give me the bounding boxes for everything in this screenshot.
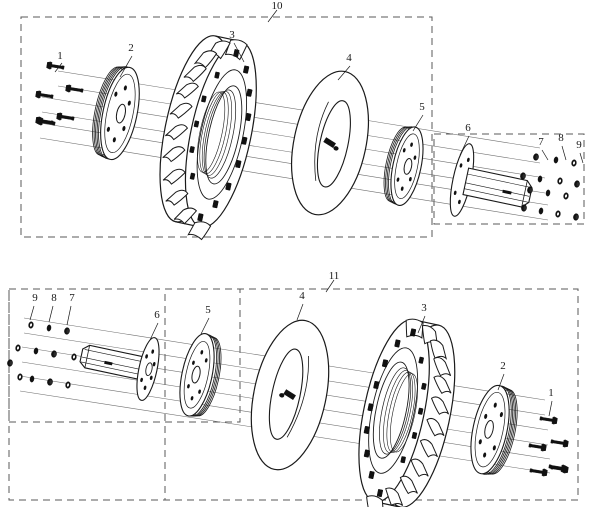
callout-bottom-9: 9 xyxy=(32,292,38,304)
callout-bottom-5: 5 xyxy=(205,304,211,316)
wheel-bolt xyxy=(529,466,548,477)
hex-nut xyxy=(70,352,78,362)
wheel-bolt xyxy=(548,462,567,473)
flat-washer xyxy=(29,375,35,383)
callout-top-5: 5 xyxy=(419,101,425,113)
axle-hub-bottom xyxy=(79,337,160,401)
hub-fastener-group-top xyxy=(519,152,581,222)
hex-nut xyxy=(16,372,24,382)
callout-bottom-8: 8 xyxy=(51,292,57,304)
tube-valve-stem xyxy=(279,389,296,401)
flat-washer xyxy=(537,175,543,183)
hub-bolt xyxy=(532,152,540,162)
lug-tire-bottom xyxy=(358,318,456,507)
hub-bolt xyxy=(46,377,54,387)
callout-top-3: 3 xyxy=(229,29,235,41)
flat-washer xyxy=(538,207,544,215)
hex-nut xyxy=(64,380,72,390)
hub-bolt xyxy=(572,212,580,222)
wheel-bolt xyxy=(539,414,558,425)
inner-tube-top xyxy=(291,70,369,216)
top-fastener-boundary xyxy=(433,133,585,225)
callout-bottom-4: 4 xyxy=(299,290,305,302)
lug-tire-top xyxy=(159,35,257,241)
wheel-rim-top xyxy=(383,126,424,206)
callout-numbers: 10 11 1 2 3 4 5 6 7 8 9 9 8 7 6 5 4 3 2 … xyxy=(32,0,582,399)
callout-top-7: 7 xyxy=(538,136,544,148)
hex-nut xyxy=(556,176,564,186)
bottom-leader-lines xyxy=(29,279,553,417)
callout-bottom-7: 7 xyxy=(69,292,75,304)
callout-top-8: 8 xyxy=(558,132,564,144)
hub-bolt xyxy=(50,349,58,359)
callout-bottom-2: 2 xyxy=(500,360,506,372)
tire-lugs xyxy=(366,318,452,507)
bottom-fastener-boundary xyxy=(8,288,241,423)
hub-fastener-group-bottom xyxy=(6,320,78,390)
tube-valve-stem xyxy=(323,137,339,151)
callout-top-9: 9 xyxy=(576,139,582,151)
callout-top-6: 6 xyxy=(465,122,471,134)
callout-group-11: 11 xyxy=(329,270,340,282)
flat-washer xyxy=(46,324,52,332)
callout-top-1: 1 xyxy=(57,50,63,62)
hub-bolt xyxy=(573,179,581,189)
hub-bolt xyxy=(519,171,527,181)
flat-washer xyxy=(545,189,551,197)
hub-bolt xyxy=(6,358,14,368)
inner-tube-bottom xyxy=(250,319,330,471)
wheel-bolt xyxy=(65,84,84,95)
wheel-bolt-group-bottom xyxy=(528,414,569,477)
callout-top-2: 2 xyxy=(128,42,134,54)
callout-top-4: 4 xyxy=(346,52,352,64)
wheel-disc-top xyxy=(92,66,140,161)
callout-bottom-6: 6 xyxy=(154,309,160,321)
wheel-bolt xyxy=(37,117,56,128)
hex-nut xyxy=(562,191,570,201)
hex-nut xyxy=(554,209,562,219)
bottom-assembly xyxy=(6,279,569,507)
top-leader-lines xyxy=(54,9,584,164)
hex-nut xyxy=(27,320,35,330)
wheel-bolt xyxy=(550,437,569,448)
wheel-disc-bottom xyxy=(470,384,518,475)
flat-washer xyxy=(33,347,39,355)
callout-bottom-1: 1 xyxy=(548,387,554,399)
flat-washer xyxy=(553,156,559,164)
wheel-rim-bottom xyxy=(179,333,222,417)
wheel-bolt xyxy=(56,112,75,123)
callout-bottom-3: 3 xyxy=(421,302,427,314)
hex-nut xyxy=(570,158,578,168)
hex-nut xyxy=(14,343,22,353)
wheel-bolt xyxy=(35,90,54,101)
callout-group-10: 10 xyxy=(272,0,284,12)
axle-hub-top xyxy=(449,143,533,217)
top-assembly xyxy=(35,9,584,241)
top-assembly-boundary xyxy=(20,16,433,238)
hub-bolt xyxy=(63,326,71,336)
